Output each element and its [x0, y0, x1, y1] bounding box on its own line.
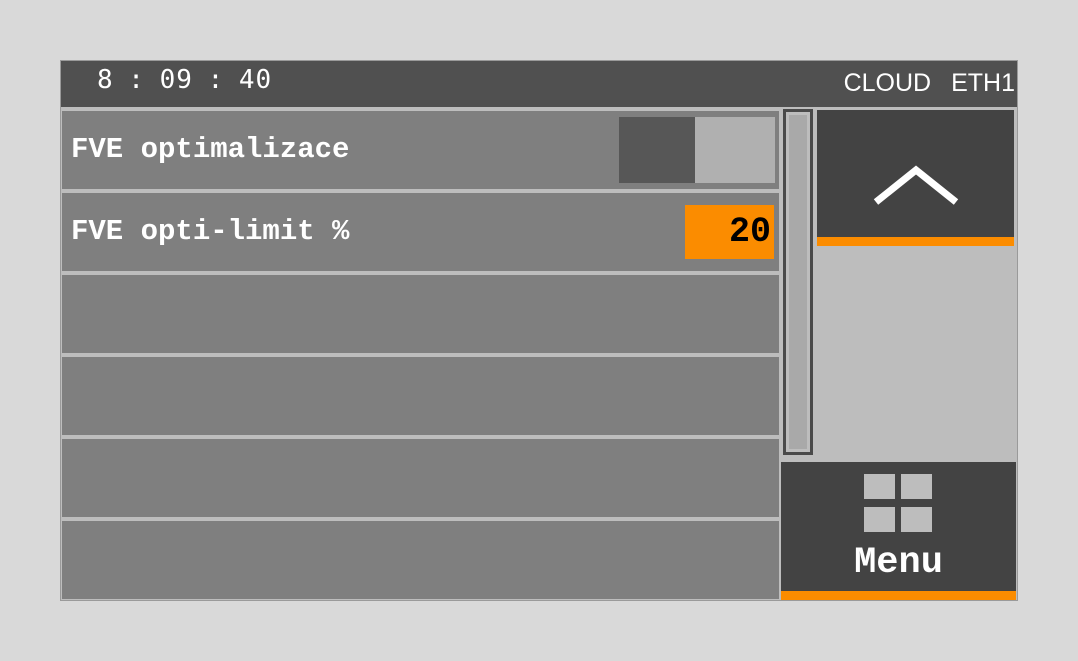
setting-label: FVE opti-limit % [71, 215, 350, 248]
settings-list: FVE optimalizace FVE opti-limit % 20 [62, 108, 779, 600]
up-button-accent [817, 237, 1014, 246]
setting-row-fve-opti-limit[interactable]: FVE opti-limit % 20 [62, 190, 779, 271]
scrollbar[interactable] [783, 109, 813, 455]
chevron-up-icon [873, 165, 959, 205]
setting-label: FVE optimalizace [71, 133, 350, 166]
list-item-empty [62, 518, 779, 599]
scrollbar-thumb[interactable] [789, 115, 807, 449]
eth1-status: ETH1 [951, 69, 1015, 97]
list-item-empty [62, 436, 779, 517]
setting-row-fve-optimalizace[interactable]: FVE optimalizace [62, 108, 779, 189]
list-item-empty [62, 354, 779, 435]
cloud-status: CLOUD [843, 69, 932, 97]
opti-limit-value-field[interactable]: 20 [685, 205, 774, 259]
grid-icon [864, 474, 934, 532]
menu-button-accent [781, 591, 1016, 600]
fve-optimalizace-toggle[interactable] [619, 117, 775, 183]
clock: 8 : 09 : 40 [97, 65, 273, 95]
menu-label: Menu [854, 542, 943, 584]
status-bar: 8 : 09 : 40 CLOUD ETH1 [61, 61, 1017, 107]
device-screen: 8 : 09 : 40 CLOUD ETH1 FVE optimalizace F… [60, 60, 1018, 601]
list-item-empty [62, 272, 779, 353]
menu-button[interactable]: Menu [781, 462, 1016, 600]
status-indicators: CLOUD ETH1 [824, 69, 1015, 98]
toggle-knob [619, 117, 695, 183]
scroll-up-button[interactable] [817, 110, 1014, 246]
